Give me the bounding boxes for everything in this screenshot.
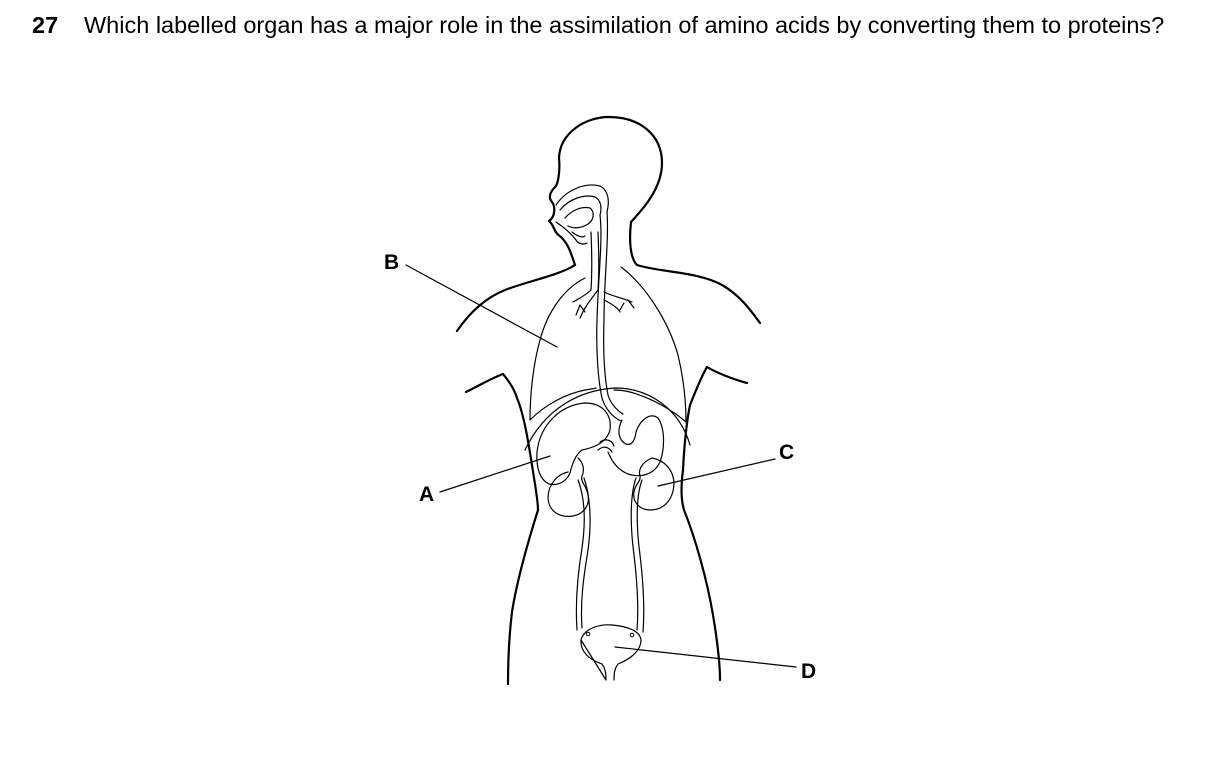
leader-line-b [405,264,558,348]
stomach [597,415,665,477]
question-text: Which labelled organ has a major role in… [84,12,1165,38]
leader-line-c [657,458,776,487]
label-b: B [384,251,399,274]
leader-lines [405,264,797,668]
mouth-and-throat [555,184,609,245]
body-outline [455,115,762,686]
lungs [529,266,687,423]
label-c: C [779,441,794,464]
question-number: 27 [32,12,59,38]
label-d: D [801,660,816,683]
kidneys [547,457,675,517]
leader-line-a [439,455,551,493]
diaphragm [524,387,691,451]
leader-line-d [614,646,797,668]
question: 27 Which labelled organ has a major role… [32,10,1172,41]
oesophagus-trachea [572,211,635,422]
label-a: A [419,483,434,506]
diagram-labels: B A C D [384,251,816,683]
liver [536,402,611,486]
ureters [575,477,645,633]
bladder [580,624,642,681]
